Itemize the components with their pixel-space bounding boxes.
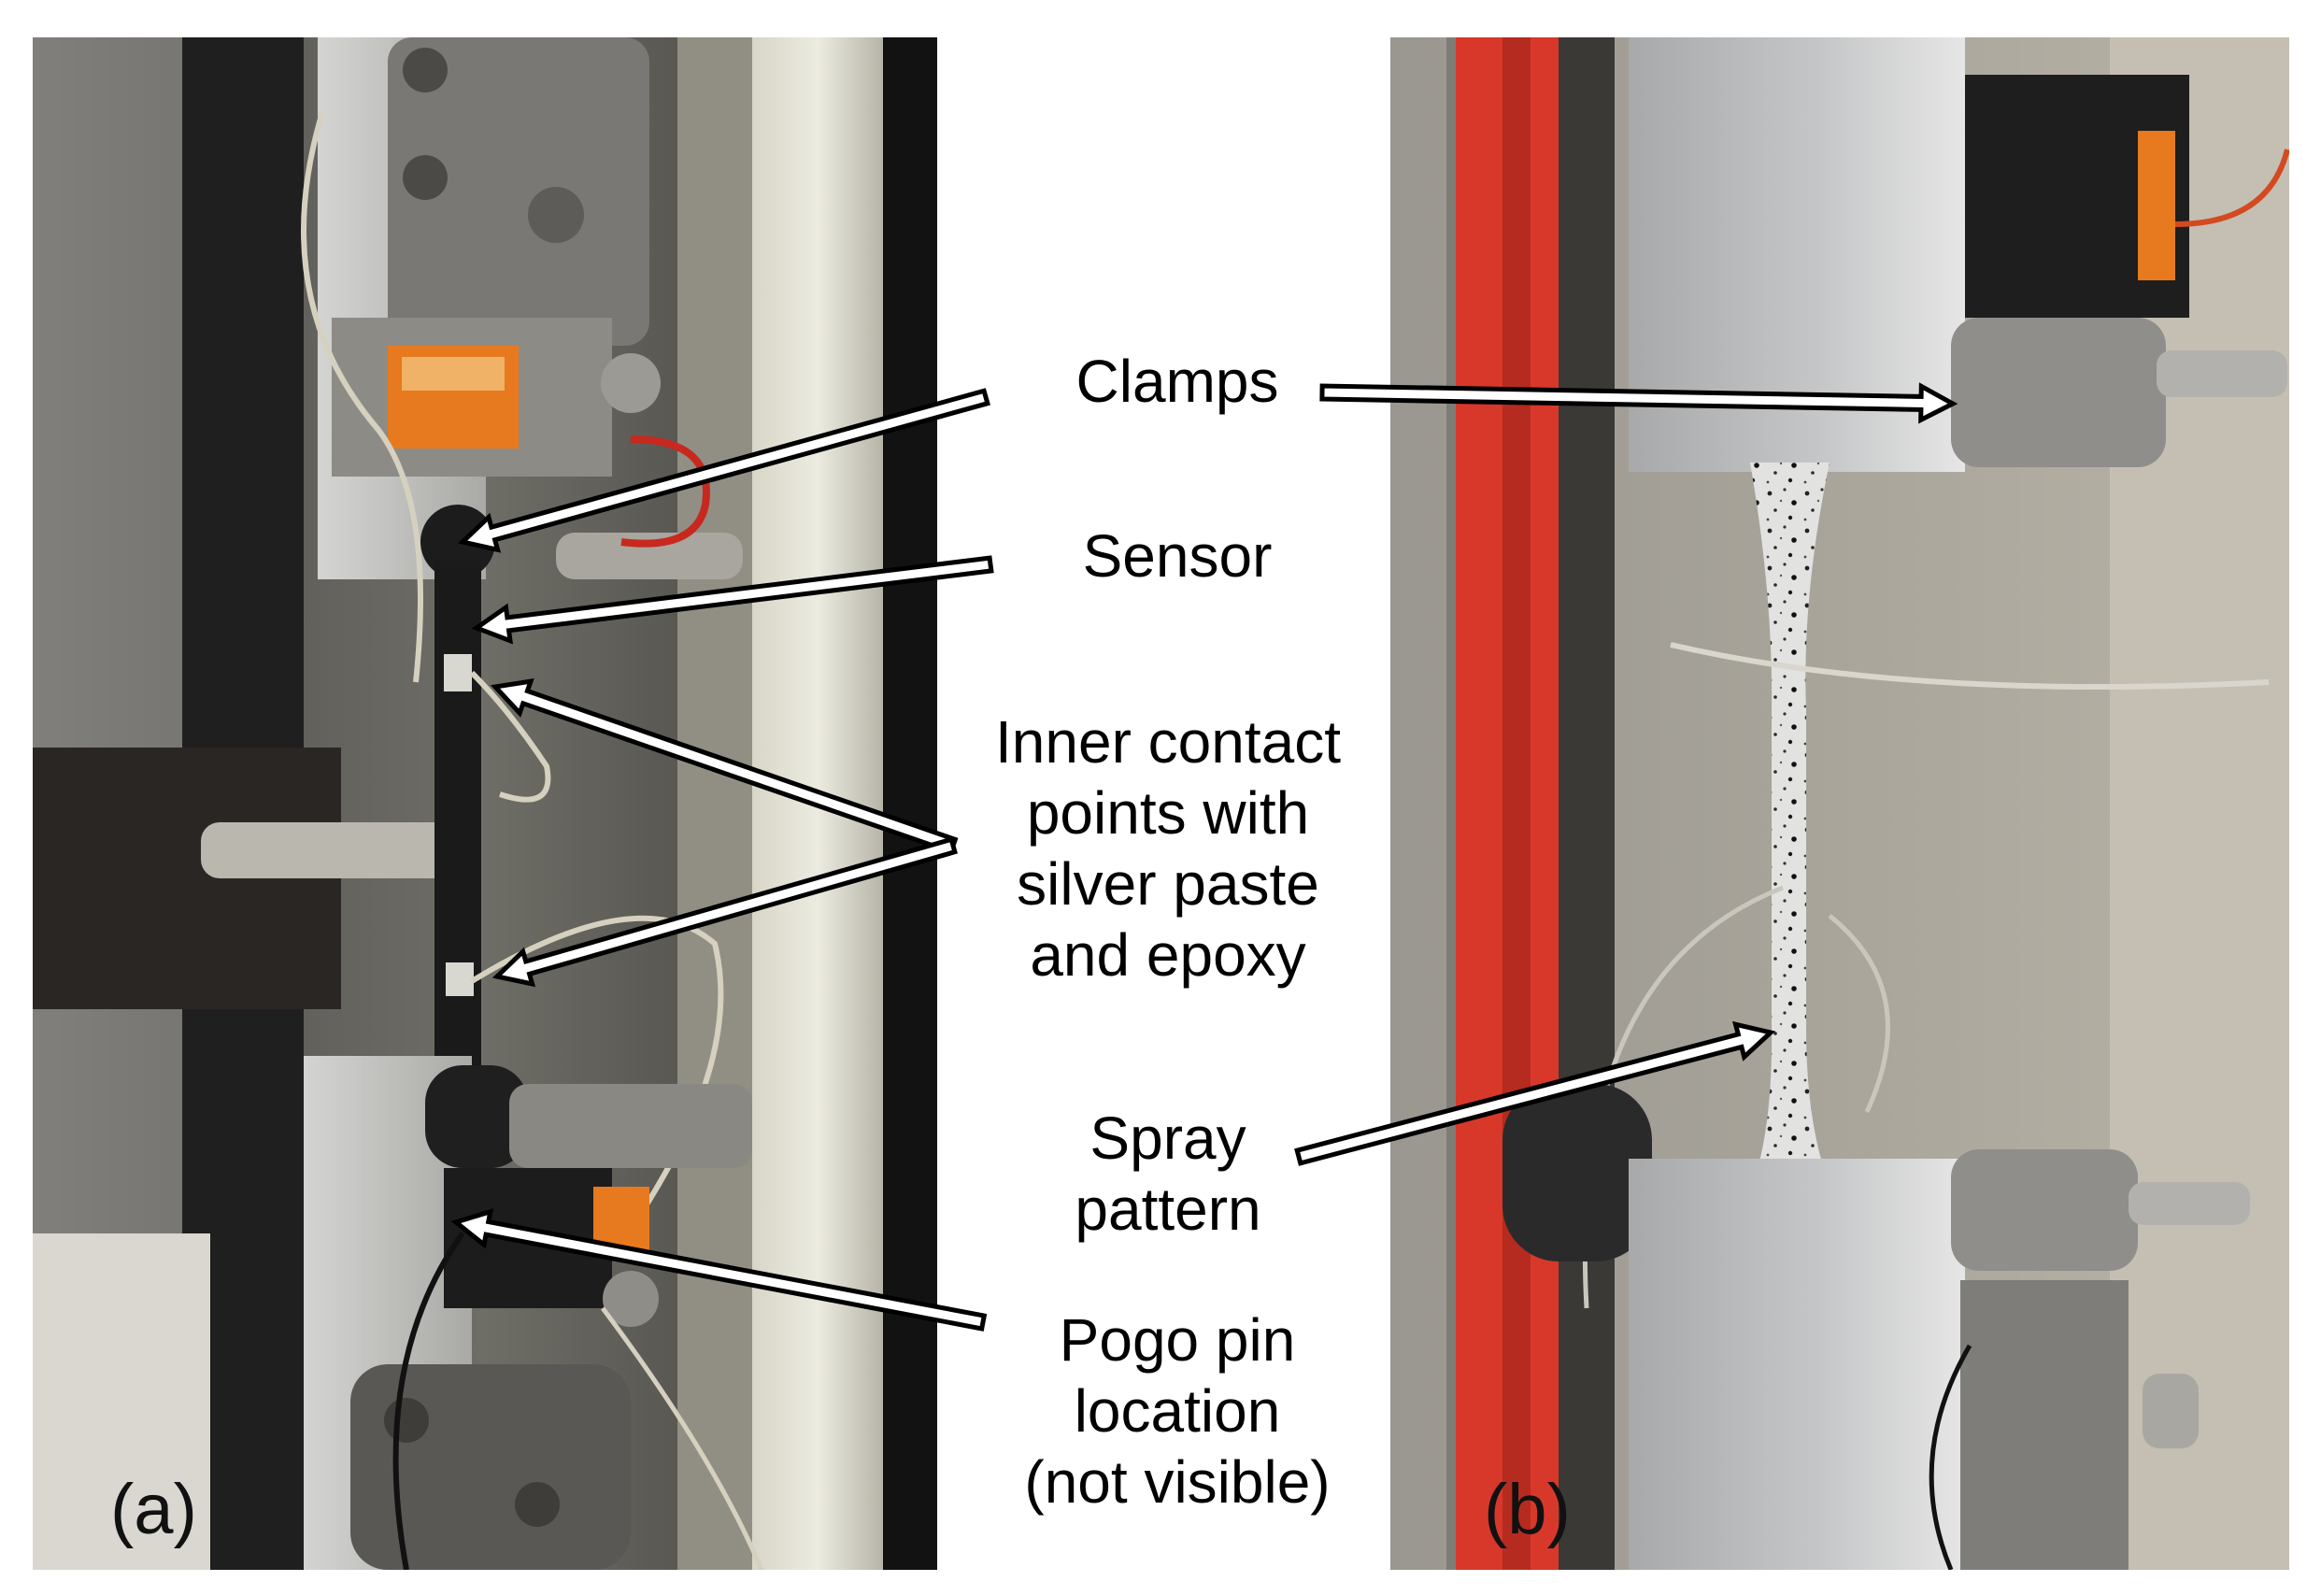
annotation-inner-contact-line-3: silver paste bbox=[1017, 850, 1319, 918]
annotation-spray-line-1: Spray bbox=[1089, 1104, 1246, 1172]
annotation-spray-line-2: pattern bbox=[1075, 1176, 1261, 1243]
panel-label-a: (a) bbox=[110, 1470, 197, 1549]
photo-a-illustration bbox=[33, 37, 937, 1570]
annotation-inner-contact: Inner contact points with silver paste a… bbox=[934, 706, 1402, 990]
photo-panel-a: (a) bbox=[33, 37, 937, 1570]
annotation-pogo-line-1: Pogo pin bbox=[1059, 1306, 1296, 1374]
photo-b-illustration bbox=[1390, 37, 2289, 1570]
annotation-clamps: Clamps bbox=[1009, 346, 1346, 417]
annotation-spray-pattern: Spray pattern bbox=[1009, 1103, 1327, 1245]
annotation-pogo-pin: Pogo pin location (not visible) bbox=[972, 1304, 1383, 1518]
annotation-sensor-line: Sensor bbox=[1082, 522, 1273, 590]
annotation-sensor: Sensor bbox=[1009, 520, 1346, 591]
annotation-inner-contact-line-2: points with bbox=[1026, 779, 1310, 847]
panel-label-b: (b) bbox=[1484, 1470, 1571, 1549]
annotation-inner-contact-line-4: and epoxy bbox=[1030, 921, 1306, 989]
annotation-pogo-line-3: (not visible) bbox=[1024, 1448, 1331, 1516]
photo-panel-b: (b) bbox=[1390, 37, 2289, 1570]
annotation-inner-contact-line-1: Inner contact bbox=[995, 708, 1341, 776]
annotation-clamps-line: Clamps bbox=[1075, 348, 1279, 415]
annotation-pogo-line-2: location bbox=[1074, 1377, 1281, 1445]
